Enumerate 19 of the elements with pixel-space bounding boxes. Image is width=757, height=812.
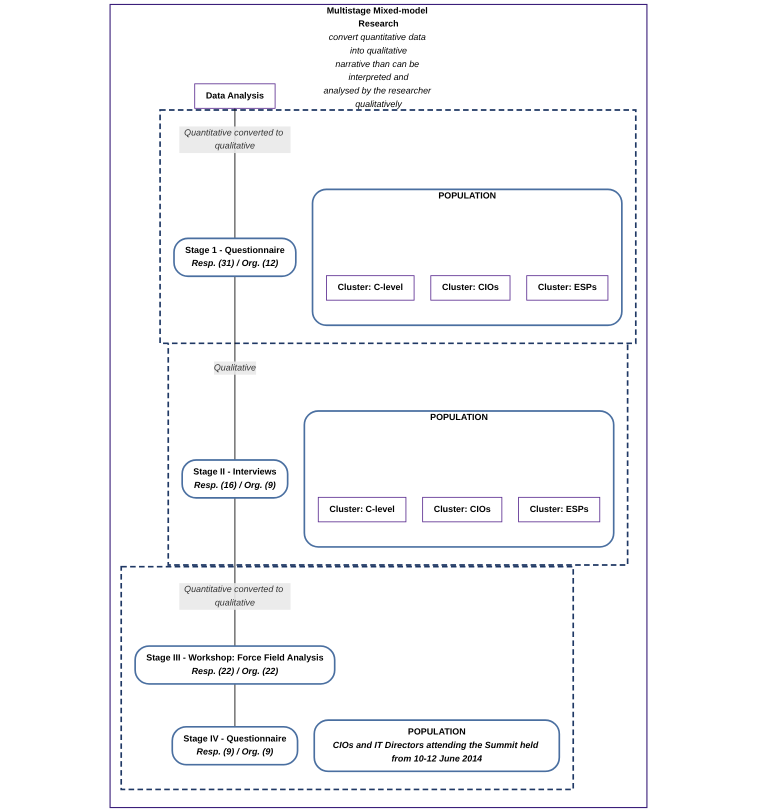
cluster	[120, 566, 574, 790]
edge-label: Quantitative converted to qualitative	[184, 584, 284, 608]
connector	[234, 276, 236, 460]
node-box: Data Analysis	[194, 83, 276, 109]
node-box: POPULATION CIOs and IT Directors attending the Summit held from 10-12 June 2014	[313, 719, 560, 772]
node-box: Stage 1 - Questionnaire Resp. (31) / Org. (12)	[173, 238, 297, 278]
node-box: Cluster: C-level	[318, 496, 406, 522]
edge-label: Quantitative converted to qualitative	[184, 128, 284, 151]
node-box: Stage II - Interviews Resp. (16) / Org. (9)	[181, 459, 288, 499]
connector	[234, 683, 236, 728]
node-box: Cluster: ESPs	[518, 496, 600, 522]
cluster	[159, 109, 637, 344]
node-box: Stage IV - Questionnaire Resp. (9) / Org. (9)	[171, 726, 298, 766]
node-box: Stage III - Workshop: Force Field Analysis Resp. (22) / Org. (22)	[134, 645, 336, 685]
node-box: Cluster: C-level	[326, 275, 415, 301]
node-box: Cluster: CIOs	[430, 275, 510, 301]
edge-label: Qualitative	[214, 363, 256, 373]
node-box: Cluster: ESPs	[526, 275, 608, 301]
node-box: Cluster: CIOs	[422, 496, 502, 522]
